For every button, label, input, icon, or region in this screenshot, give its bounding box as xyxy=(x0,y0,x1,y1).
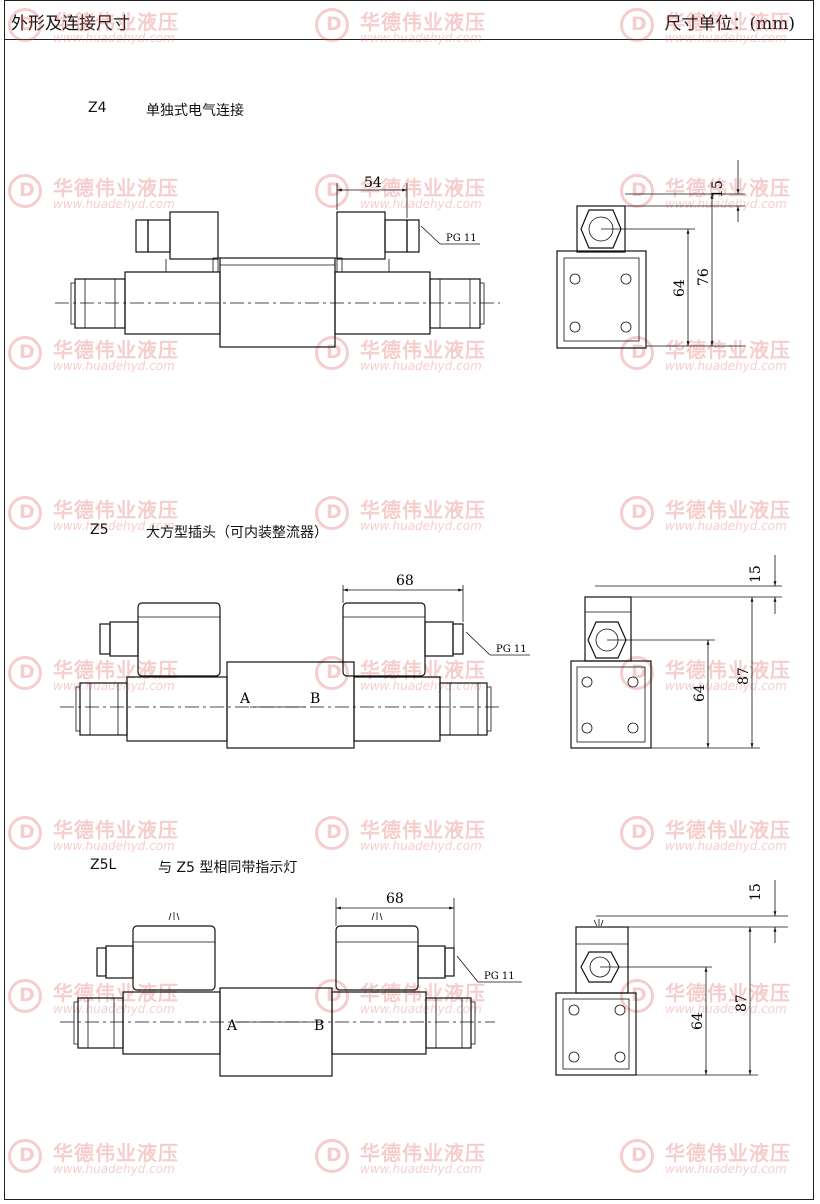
units-value: (mm) xyxy=(749,14,795,34)
section-desc-z5: 大方型插头（可内装整流器） xyxy=(146,525,328,541)
section-desc-z4: 单独式电气连接 xyxy=(146,103,244,119)
z5-dim-width: 68 xyxy=(396,573,414,589)
z5-mark-a: A xyxy=(239,691,251,707)
z5l-dim-inner: 64 xyxy=(690,1012,706,1030)
units-label: 尺寸单位：(mm) xyxy=(664,9,795,34)
units-text: 尺寸单位： xyxy=(664,14,750,34)
section-code-z5: Z5 xyxy=(90,522,109,538)
section-code-z5l: Z5L xyxy=(90,857,117,873)
page-title: 外形及连接尺寸 xyxy=(11,14,130,34)
z4-port-label: PG 11 xyxy=(446,233,477,244)
z4-dim-inner: 64 xyxy=(672,279,688,297)
z5-end-view: 15 64 87 xyxy=(570,555,782,749)
z5-dim-inner: 64 xyxy=(692,684,708,702)
z4-dim-outer: 76 xyxy=(696,268,712,286)
z4-end-view: 15 64 76 xyxy=(556,160,745,349)
z5l-end-view: 15 64 87 xyxy=(555,880,788,1076)
section-desc-z5l: 与 Z5 型相同带指示灯 xyxy=(158,860,298,876)
z5-dim-outer: 87 xyxy=(736,667,752,685)
z5-dim-top: 15 xyxy=(748,565,764,583)
z5l-side-view: A B 68 PG 11 xyxy=(60,891,522,1077)
z5-port-label: PG 11 xyxy=(496,644,527,655)
z4-dim-top: 15 xyxy=(710,180,726,198)
z5l-dim-outer: 87 xyxy=(734,994,750,1012)
section-code-z4: Z4 xyxy=(88,100,107,116)
z5-side-view: A B 68 PG 11 xyxy=(60,573,530,749)
z5l-port-label: PG 11 xyxy=(484,971,515,982)
z5l-dim-width: 68 xyxy=(386,891,404,907)
z5-mark-b: B xyxy=(310,691,320,707)
page-frame: 外形及连接尺寸 尺寸单位：(mm) xyxy=(4,0,814,1200)
z4-dim-width: 54 xyxy=(364,175,382,191)
z5l-dim-top: 15 xyxy=(748,883,764,901)
z5l-mark-b: B xyxy=(314,1018,324,1034)
z4-side-view: 54 PG 11 xyxy=(55,175,500,348)
z5l-mark-a: A xyxy=(226,1018,238,1034)
header-bar: 外形及连接尺寸 尺寸单位：(mm) xyxy=(5,1,813,40)
